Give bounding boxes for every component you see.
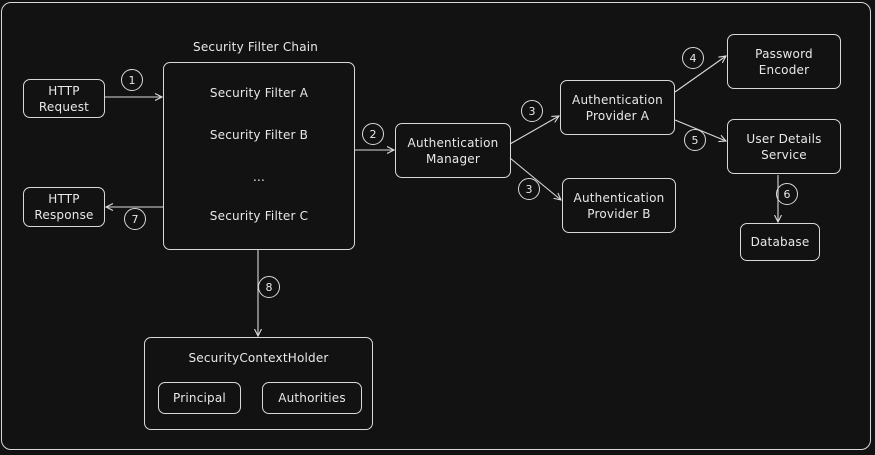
authorities-box: Authorities [262, 382, 362, 414]
arrow-manager-to-provider-a [509, 116, 559, 145]
chain-title: Security Filter Chain [193, 40, 319, 54]
filter-ellipsis-label: ... [252, 170, 266, 184]
step-6-circle: 6 [776, 183, 798, 205]
authentication-provider-a-box: Authentication Provider A [560, 80, 675, 135]
step-2-circle: 2 [362, 123, 384, 145]
step-3b-circle: 3 [518, 178, 540, 200]
security-context-holder-box: SecurityContextHolder [144, 337, 373, 430]
user-details-service-box: User Details Service [727, 119, 841, 174]
step-3a-circle: 3 [521, 100, 543, 122]
step-4-circle: 4 [682, 47, 704, 69]
filter-a-label: Security Filter A [209, 86, 309, 100]
step-5-circle: 5 [684, 129, 706, 151]
http-response-box: HTTP Response [23, 187, 105, 227]
http-request-box: HTTP Request [23, 79, 105, 118]
arrow-provider-a-to-encoder [674, 56, 726, 93]
step-7-circle: 7 [124, 208, 146, 230]
filter-c-label: Security Filter C [209, 209, 309, 223]
arrow-manager-to-provider-b [509, 157, 561, 200]
step-8-circle: 8 [258, 276, 280, 298]
authentication-manager-box: Authentication Manager [395, 123, 511, 178]
database-box: Database [740, 223, 820, 261]
step-1-circle: 1 [121, 69, 143, 91]
principal-box: Principal [158, 382, 241, 414]
diagram-frame [1, 2, 871, 450]
security-filter-chain-box: Security Filter A Security Filter B ... … [163, 62, 355, 250]
authentication-provider-b-box: Authentication Provider B [562, 178, 676, 233]
filter-b-label: Security Filter B [209, 128, 309, 142]
security-context-holder-title: SecurityContextHolder [188, 351, 329, 365]
password-encoder-box: Password Encoder [727, 34, 841, 89]
